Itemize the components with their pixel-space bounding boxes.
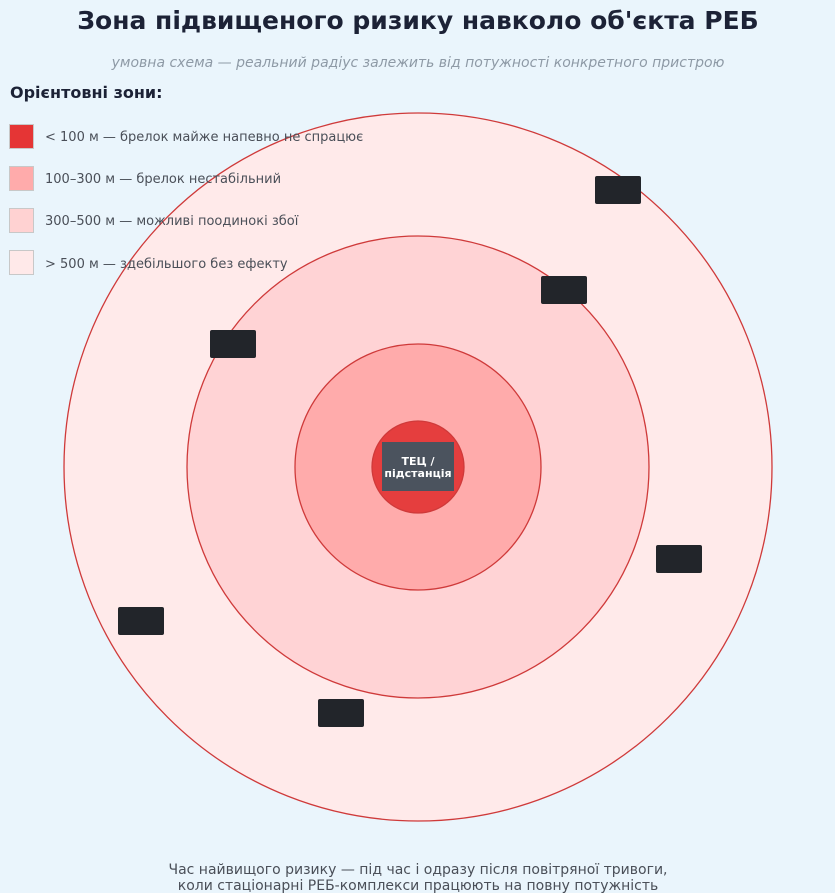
legend-label-under-100m: < 100 м — брелок майже напевно не спрацю… xyxy=(45,130,363,145)
car-icon xyxy=(541,276,587,304)
car-icon xyxy=(595,176,641,204)
footer-note: Час найвищого ризику — під час і одразу … xyxy=(168,862,667,893)
facility-marker: ТЕЦ / підстанція xyxy=(382,442,454,491)
car-icon xyxy=(118,607,164,635)
cars xyxy=(118,176,702,727)
footer-line2: коли стаціонарні РЕБ-комплекси працюють … xyxy=(178,878,659,893)
car-icon xyxy=(210,330,256,358)
legend-swatch-100-300m xyxy=(9,166,34,191)
page-subtitle: умовна схема — реальний радіус залежить … xyxy=(111,55,725,71)
legend-title: Орієнтовні зони: xyxy=(10,83,163,102)
legend-label-over-500m: > 500 м — здебільшого без ефекту xyxy=(45,257,288,272)
car-icon xyxy=(656,545,702,573)
legend-swatch-over-500m xyxy=(9,250,34,275)
page-title: Зона підвищеного ризику навколо об'єкта … xyxy=(77,6,758,35)
facility-label-line2: підстанція xyxy=(384,467,451,480)
legend-swatch-under-100m xyxy=(9,124,34,149)
legend-label-300-500m: 300–500 м — можливі поодинокі збої xyxy=(45,214,299,229)
facility-label-line1: ТЕЦ / xyxy=(401,455,435,468)
facility-box xyxy=(382,442,454,491)
footer-line1: Час найвищого ризику — під час і одразу … xyxy=(168,862,667,878)
legend-swatch-300-500m xyxy=(9,208,34,233)
car-icon xyxy=(318,699,364,727)
legend: Орієнтовні зони: < 100 м — брелок майже … xyxy=(9,83,363,275)
legend-label-100-300m: 100–300 м — брелок нестабільний xyxy=(45,172,281,187)
